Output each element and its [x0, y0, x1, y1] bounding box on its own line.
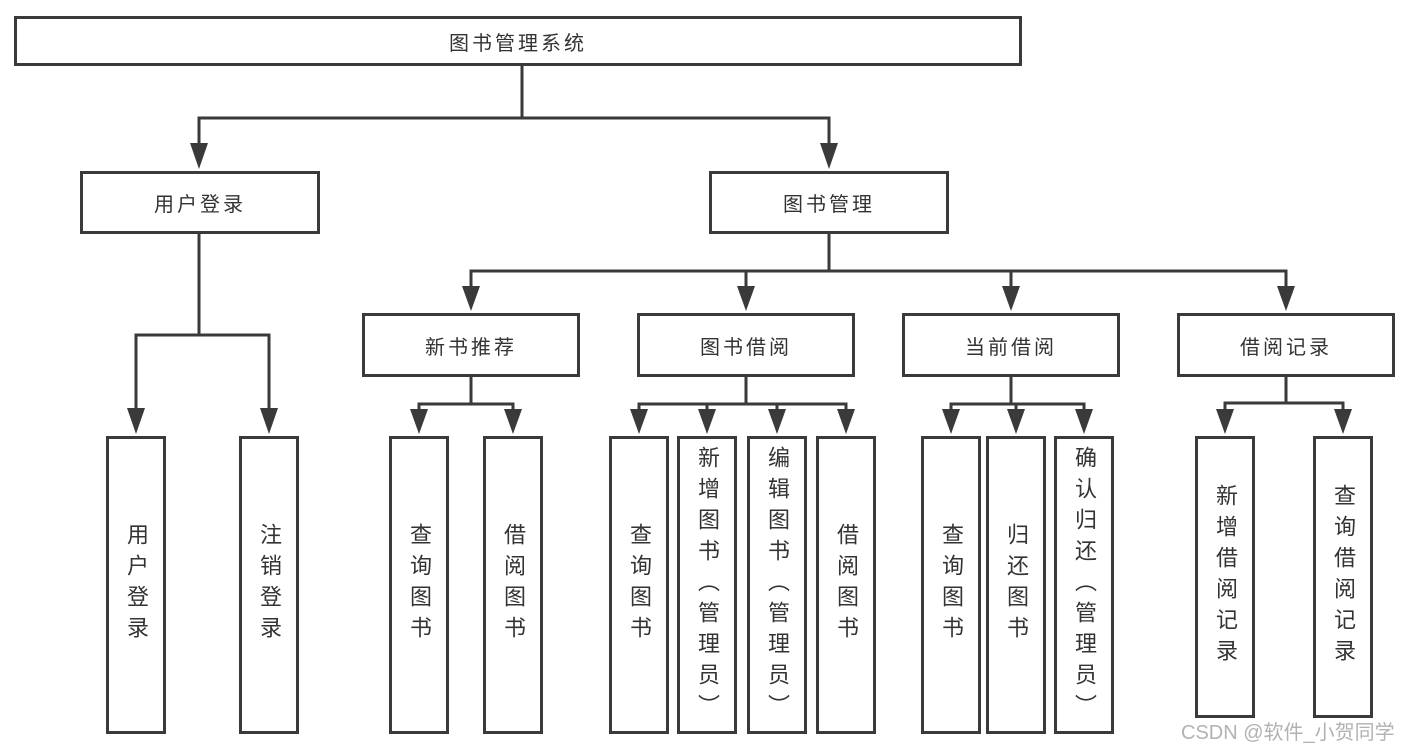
connector-current-borrowing: [949, 374, 1086, 414]
leaf-query-books-recommend: 查询图书: [389, 436, 449, 734]
arrowhead: [190, 143, 208, 169]
arrowhead: [837, 409, 855, 434]
node-borrowing-records: 借阅记录: [1177, 313, 1395, 377]
arrowhead: [1216, 409, 1234, 434]
arrowhead: [942, 409, 960, 434]
arrowhead: [1002, 286, 1020, 311]
leaf-query-books-borrowing: 查询图书: [609, 436, 669, 734]
arrowheads: [127, 143, 1352, 434]
node-book-management: 图书管理: [709, 171, 949, 234]
arrowhead: [1007, 409, 1025, 434]
node-root: 图书管理系统: [14, 16, 1022, 66]
leaf-borrow-books-borrowing: 借阅图书: [816, 436, 876, 734]
arrowhead: [1075, 409, 1093, 434]
leaf-return-books: 归还图书: [986, 436, 1046, 734]
arrowhead: [127, 408, 145, 434]
leaf-user-login: 用户登录: [106, 436, 166, 734]
leaf-query-books-current: 查询图书: [921, 436, 981, 734]
connector-book-borrowing: [637, 374, 848, 414]
arrowhead: [410, 409, 428, 434]
leaf-add-books-admin: 新增图书（管理员）: [677, 436, 737, 734]
node-book-borrowing: 图书借阅: [637, 313, 855, 377]
node-new-book-recommendation: 新书推荐: [362, 313, 580, 377]
leaf-confirm-return-admin: 确认归还（管理员）: [1054, 436, 1114, 734]
leaf-borrow-books-recommend: 借阅图书: [483, 436, 543, 734]
arrowhead: [462, 286, 480, 311]
arrowhead: [1277, 286, 1295, 311]
leaf-query-borrow-record: 查询借阅记录: [1313, 436, 1373, 718]
connector-book-management: [469, 231, 1288, 291]
connector-borrowing-records: [1223, 374, 1345, 414]
connector-user-login: [134, 231, 271, 413]
connector-new-book-recommendation: [417, 374, 515, 414]
arrowhead: [768, 409, 786, 434]
node-user-login: 用户登录: [80, 171, 320, 234]
connector-root: [197, 64, 831, 148]
arrowhead: [504, 409, 522, 434]
arrowhead: [1334, 409, 1352, 434]
csdn-watermark: CSDN @软件_小贺同学: [1181, 722, 1395, 744]
node-current-borrowing: 当前借阅: [902, 313, 1120, 377]
arrowhead: [630, 409, 648, 434]
arrowhead: [698, 409, 716, 434]
arrowhead: [820, 143, 838, 169]
leaf-logout: 注销登录: [239, 436, 299, 734]
arrowhead: [260, 408, 278, 434]
leaf-add-borrow-record: 新增借阅记录: [1195, 436, 1255, 718]
leaf-edit-books-admin: 编辑图书（管理员）: [747, 436, 807, 734]
arrowhead: [737, 286, 755, 311]
